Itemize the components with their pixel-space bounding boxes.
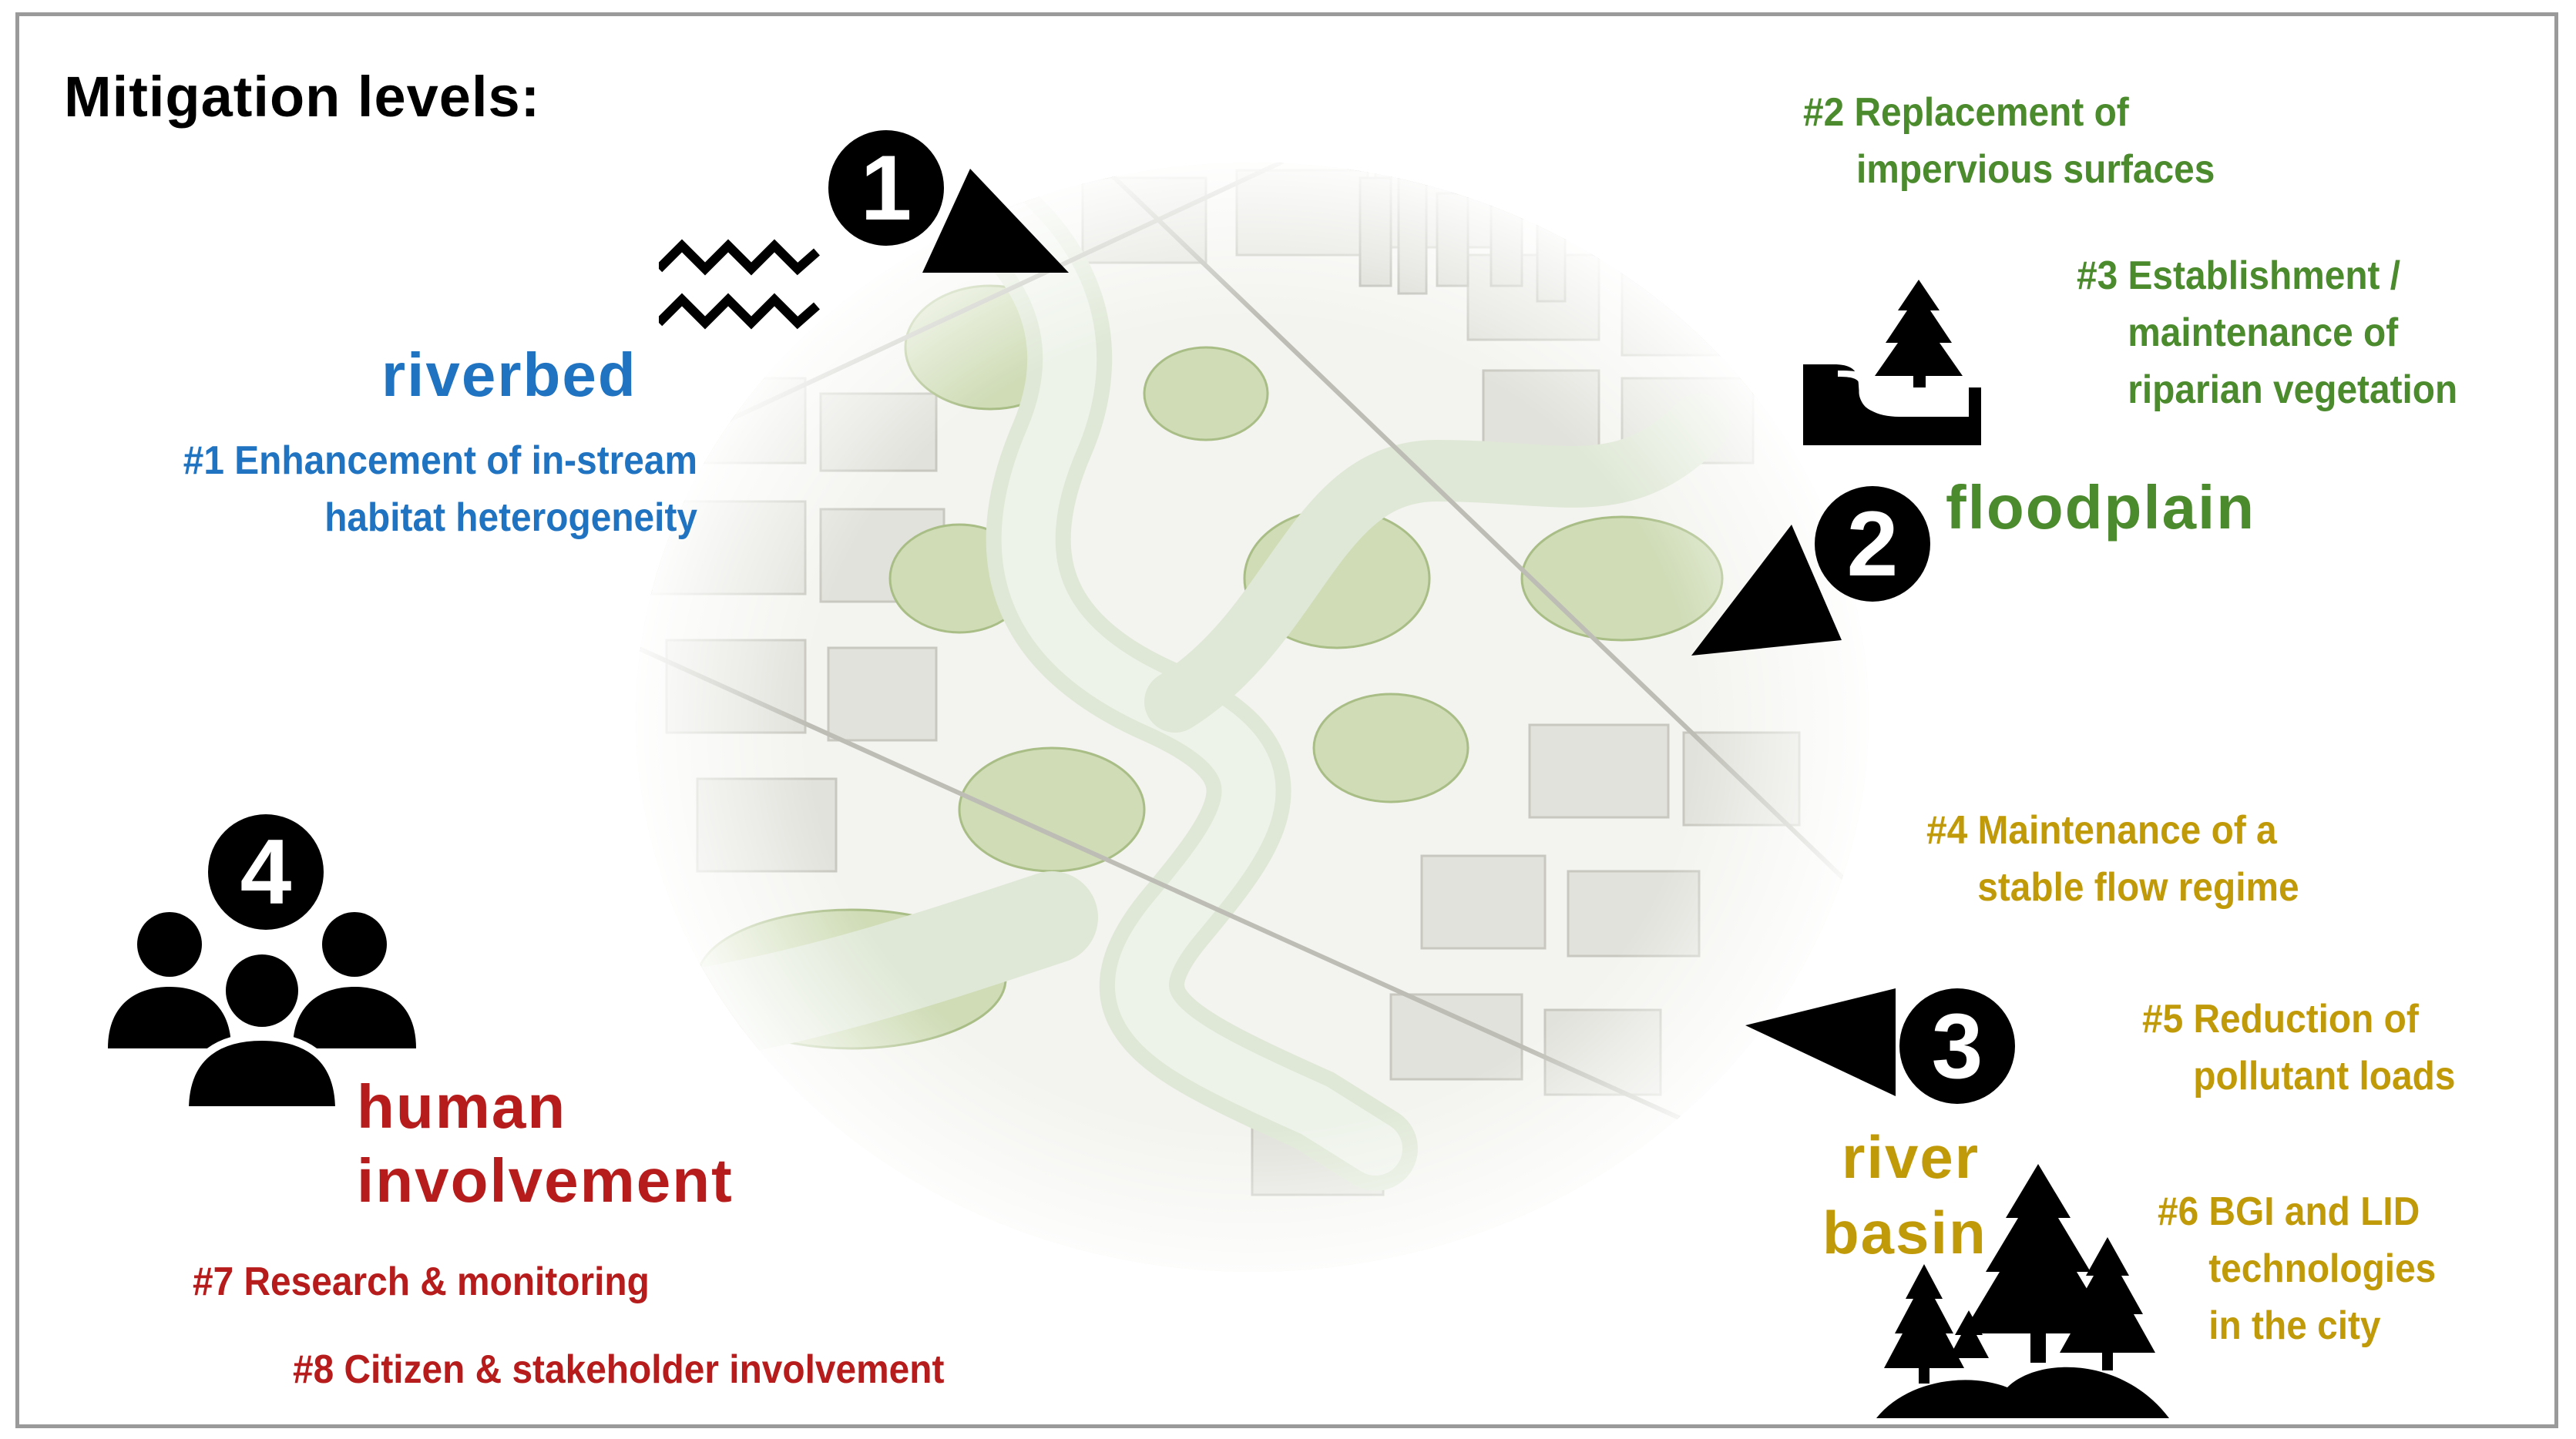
pointer-triangle-icon	[922, 169, 1076, 284]
item-5-line-1: #5 Reduction of	[2142, 991, 2455, 1048]
item-4-line-2: stable flow regime	[1926, 859, 2299, 916]
item-4: #4 Maintenance of a stable flow regime	[1926, 802, 2299, 916]
item-5: #5 Reduction of pollutant loads	[2142, 991, 2455, 1105]
forest-icon	[1876, 1164, 2169, 1418]
item-1-line-2: habitat heterogeneity	[116, 489, 697, 546]
level-human-label-line-1: human	[357, 1070, 734, 1144]
item-8: #8 Citizen & stakeholder involvement	[293, 1341, 944, 1398]
item-6: #6 BGI and LID technologies in the city	[2158, 1183, 2436, 1354]
item-6-line-3: in the city	[2158, 1297, 2436, 1354]
figure-frame: Mitigation levels: 1 riverbed #1 Enhance…	[15, 12, 2558, 1428]
pointer-triangle-icon	[1745, 988, 1899, 1096]
pointer-triangle-icon	[1691, 525, 1846, 663]
item-4-line-1: #4 Maintenance of a	[1926, 802, 2299, 859]
wave-icon	[659, 223, 821, 338]
river-tree-icon	[1799, 280, 1984, 449]
item-2-line-2: impervious surfaces	[1803, 141, 2215, 198]
item-2-line-1: #2 Replacement of	[1803, 84, 2215, 141]
item-2: #2 Replacement of impervious surfaces	[1803, 84, 2215, 198]
item-5-line-2: pollutant loads	[2142, 1048, 2455, 1105]
item-1-line-1: #1 Enhancement of in-stream	[116, 432, 697, 489]
level-3-number: 3	[1899, 988, 2015, 1104]
figure-title: Mitigation levels:	[64, 64, 540, 129]
level-riverbed-label: riverbed	[381, 340, 637, 411]
level-floodplain-label: floodplain	[1946, 472, 2255, 543]
level-human-label: human involvement	[357, 1070, 734, 1218]
item-6-line-2: technologies	[2158, 1240, 2436, 1297]
item-3-line-2: maintenance of	[2077, 304, 2457, 361]
item-3-line-3: riparian vegetation	[2077, 361, 2457, 418]
item-1: #1 Enhancement of in-stream habitat hete…	[116, 432, 697, 546]
item-3: #3 Establishment / maintenance of ripari…	[2077, 247, 2457, 418]
item-6-line-1: #6 BGI and LID	[2158, 1183, 2436, 1240]
item-7: #7 Research & monitoring	[193, 1253, 650, 1310]
item-3-line-1: #3 Establishment /	[2077, 247, 2457, 304]
level-human-label-line-2: involvement	[357, 1144, 734, 1218]
